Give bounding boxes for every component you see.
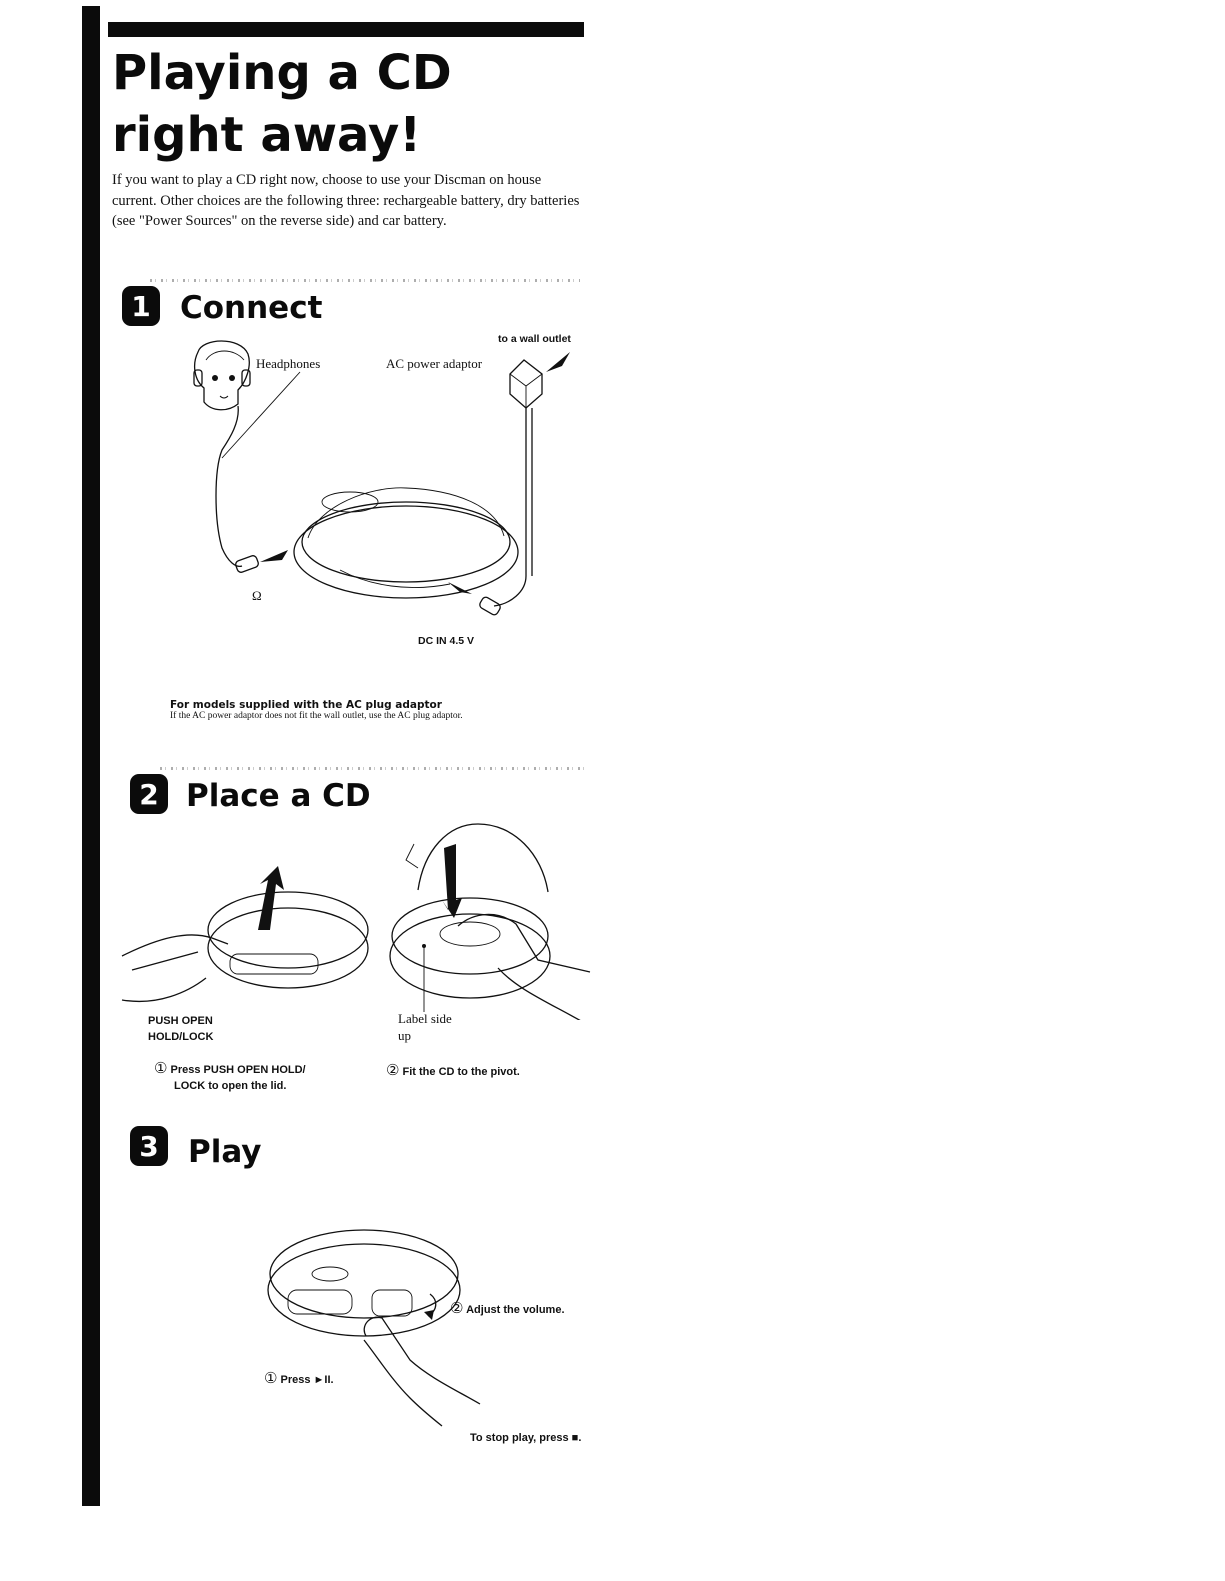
step-3-badge: 3 (130, 1126, 168, 1166)
page-title: Playing a CD right away! (112, 42, 592, 166)
note-body: If the AC power adaptor does not fit the… (170, 711, 590, 721)
top-rule (108, 22, 584, 37)
step-1-heading: Connect (180, 290, 322, 326)
step-2-caption-2: ② Fit the CD to the pivot. (386, 1062, 520, 1080)
player-open-lid-icon (208, 866, 368, 988)
ac-adaptor-icon (510, 352, 570, 408)
step-2-badge: 2 (130, 774, 168, 814)
push-open-label: PUSH OPEN HOLD/LOCK (148, 1013, 213, 1045)
intro-paragraph: If you want to play a CD right now, choo… (112, 170, 582, 232)
ac-plug-note: For models supplied with the AC plug ada… (170, 699, 590, 721)
player-play-icon (268, 1230, 460, 1336)
step-1-badge: 1 (122, 286, 160, 326)
dc-in-label: DC IN 4.5 V (418, 635, 474, 647)
note-heading: For models supplied with the AC plug ada… (170, 699, 590, 711)
step-2-caption-1: ① Press PUSH OPEN HOLD/ LOCK to open the… (154, 1060, 306, 1094)
listener-face-icon (194, 341, 250, 410)
play-illustration (260, 1208, 500, 1433)
stop-play-note: To stop play, press ■. (470, 1430, 581, 1446)
connect-illustration (110, 330, 590, 630)
player-with-cd-icon (390, 824, 550, 998)
step-3-heading: Play (188, 1134, 262, 1170)
adjust-volume-caption: ② Adjust the volume. (450, 1300, 565, 1318)
step-2-heading: Place a CD (186, 778, 371, 814)
left-margin-bar (82, 6, 100, 1506)
press-play-caption: ① Press ►II. (264, 1370, 334, 1388)
place-cd-illustration (118, 820, 598, 1020)
section-divider-1 (150, 279, 580, 282)
label-side-label: Label side up (398, 1010, 452, 1044)
section-divider-2 (160, 767, 585, 770)
discman-player-icon (294, 488, 518, 598)
